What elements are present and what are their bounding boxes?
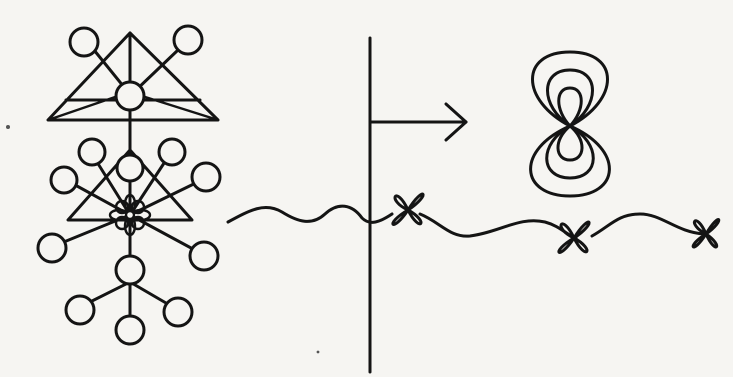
circle-node [114,80,146,112]
circle-node [114,314,146,346]
circle-node [64,294,96,326]
circle-node [68,26,100,58]
figure-eight-loops [529,50,611,198]
four-petal-flower [691,218,721,249]
circle-node [190,161,222,193]
paper-speck [6,125,10,129]
paper-speck [316,350,320,354]
circle-node [157,137,187,167]
top-triangle [46,31,220,122]
circle-node [188,240,220,272]
circle-node [49,165,79,195]
circle-node [77,137,107,167]
spoke [128,152,172,217]
inner-spoke [46,94,120,122]
four-petal-flower [557,220,591,254]
wavy-line [226,204,706,240]
circle-node [172,24,204,56]
circle-node [162,296,194,328]
tree-of-circles-figure [36,24,222,346]
right-arrow [368,102,468,142]
circle-node [115,153,145,183]
four-petal-flower [391,192,425,226]
arm-right [132,48,180,94]
rosette-hub [108,193,152,237]
inner-spoke [140,94,220,122]
circle-node [36,232,68,264]
circle-node [114,254,146,286]
